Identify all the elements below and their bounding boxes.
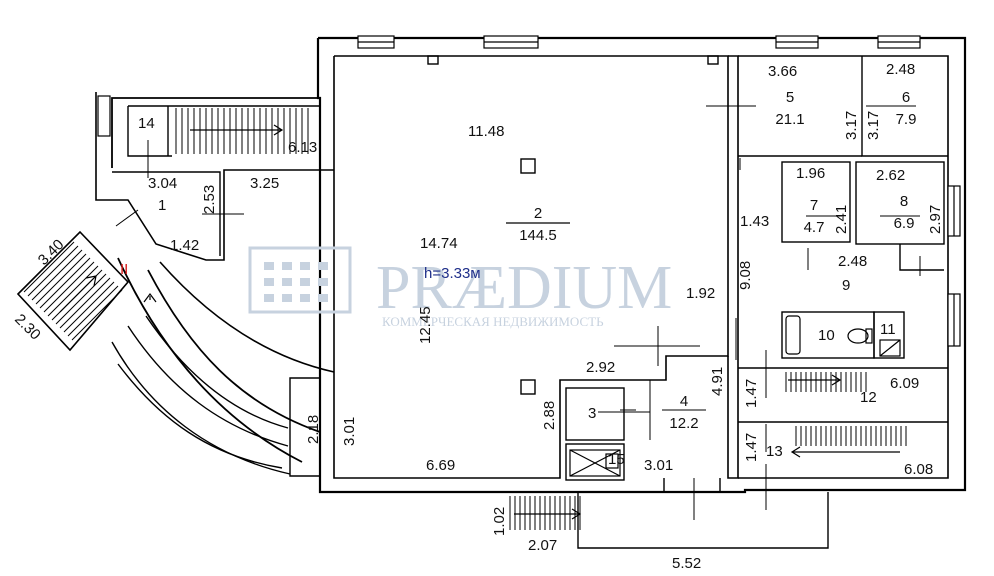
dim-2-48-mid: 2.48	[838, 253, 867, 270]
left-stair-tread	[43, 261, 95, 313]
dim-2-07: 2.07	[528, 537, 557, 554]
walls	[95, 36, 967, 549]
left-stair-tread	[67, 285, 119, 337]
room-13-number: 13	[766, 443, 783, 460]
room-labels: 1 2 144.5 3 4 12.2 5 21.1 6 7.9 7 4.7 8 …	[120, 89, 916, 468]
elevator-icon	[569, 449, 621, 477]
dim-1-02: 1.02	[491, 507, 508, 536]
room-4-number: 4	[680, 393, 688, 410]
left-stair-tread	[59, 277, 111, 329]
room-6-area: 7.9	[896, 111, 917, 128]
left-stair-tread	[47, 265, 99, 317]
dim-2-62: 2.62	[876, 167, 905, 184]
dim-6-09: 6.09	[890, 375, 919, 392]
dim-5-52: 5.52	[672, 555, 701, 572]
dim-11-48: 11.48	[468, 123, 504, 140]
room-4-area: 12.2	[669, 415, 698, 432]
dim-3-01-left: 3.01	[341, 417, 358, 446]
windows	[97, 35, 961, 347]
toilet-icon	[785, 315, 901, 357]
left-stair-tread	[55, 273, 107, 325]
dim-2-18: 2.18	[305, 415, 322, 444]
left-stair-tread	[27, 245, 79, 297]
dim-2-41: 2.41	[833, 205, 850, 234]
room-9-number: 9	[842, 277, 850, 294]
dim-2-88: 2.88	[541, 401, 558, 430]
room-8-area: 6.9	[894, 215, 915, 232]
dim-3-66: 3.66	[768, 63, 797, 80]
left-stair-tread	[35, 253, 87, 305]
room-12-number: 12	[860, 389, 877, 406]
dim-14-74: 14.74	[420, 235, 458, 252]
room-2-number: 2	[534, 205, 542, 222]
columns	[427, 55, 719, 395]
dim-1-96: 1.96	[796, 165, 825, 182]
dim-3-40: 3.40	[35, 236, 68, 269]
dim-6-08: 6.08	[904, 461, 933, 478]
dim-1-92: 1.92	[686, 285, 715, 302]
dim-1-42: 1.42	[170, 237, 199, 254]
dim-3-17-a: 3.17	[843, 111, 860, 140]
watermark: PRÆDIUM КОММЕРЧЕСКАЯ НЕДВИЖИМОСТЬ	[248, 246, 672, 329]
room-6-number: 6	[902, 89, 910, 106]
room-5-area: 21.1	[775, 111, 804, 128]
left-stair-outline	[16, 230, 130, 352]
room-14-number: 14	[138, 115, 155, 132]
room-7-area: 4.7	[804, 219, 825, 236]
dim-1-43: 1.43	[740, 213, 769, 230]
room-1-number: 1	[158, 197, 166, 214]
dim-1-47-lower: 1.47	[743, 433, 760, 462]
room-2-area: 144.5	[519, 227, 557, 244]
dim-3-01-bottom: 3.01	[644, 457, 673, 474]
left-stair-tread	[23, 241, 75, 293]
dim-4-91: 4.91	[709, 367, 726, 396]
dimension-labels: 11.48 14.74 12.45 3.01 6.69 2.88 2.92 4.…	[11, 61, 944, 572]
room-5-number: 5	[786, 89, 794, 106]
room-15-number: 15	[608, 451, 625, 468]
left-stair-tread	[31, 249, 83, 301]
dim-6-13: 6.13	[288, 139, 317, 156]
dim-1-47-upper: 1.47	[743, 379, 760, 408]
section-mark: II	[120, 261, 128, 278]
dim-9-08: 9.08	[737, 261, 754, 290]
left-stair-tread	[39, 257, 91, 309]
room-7-number: 7	[810, 197, 818, 214]
stair-arrows	[59, 124, 900, 520]
room-8-number: 8	[900, 193, 908, 210]
watermark-brand: PRÆDIUM	[376, 254, 672, 322]
ceiling-height: h=3.33м	[424, 265, 481, 282]
dimension-lines	[115, 105, 921, 520]
dim-2-53: 2.53	[201, 185, 218, 214]
left-stair-tread	[63, 281, 115, 333]
dim-3-25: 3.25	[250, 175, 279, 192]
watermark-tagline: КОММЕРЧЕСКАЯ НЕДВИЖИМОСТЬ	[382, 314, 604, 329]
room-3-number: 3	[588, 405, 596, 422]
dim-2-97: 2.97	[927, 205, 944, 234]
dim-2-48-top: 2.48	[886, 61, 915, 78]
room-10-number: 10	[818, 327, 835, 344]
dim-12-45: 12.45	[417, 306, 434, 344]
dim-3-04: 3.04	[148, 175, 177, 192]
room-11-number: 11	[880, 321, 896, 338]
dim-2-92: 2.92	[586, 359, 615, 376]
dim-3-17-b: 3.17	[865, 111, 882, 140]
dim-6-69: 6.69	[426, 457, 455, 474]
stairs	[23, 108, 907, 530]
